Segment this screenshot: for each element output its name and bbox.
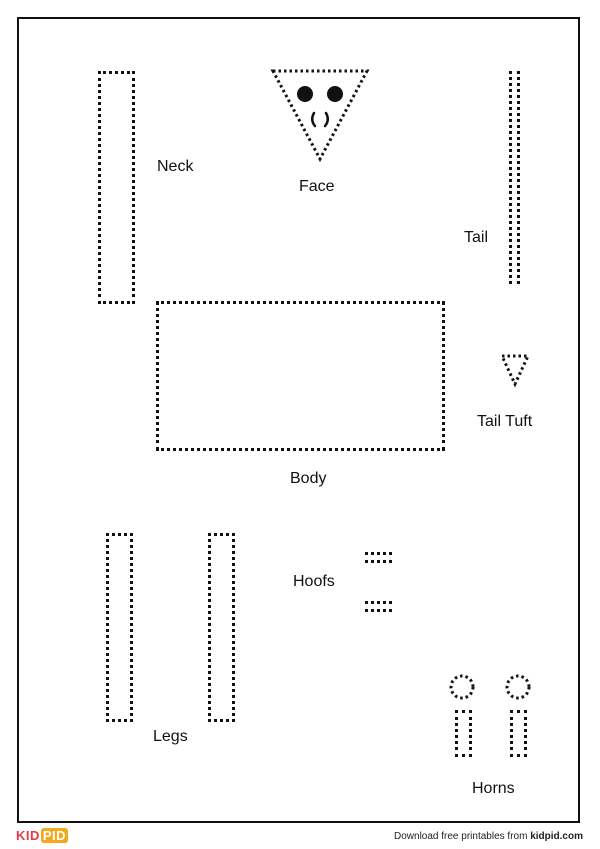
leg-cutout-left [106, 533, 133, 722]
footer-site-link[interactable]: kidpid.com [530, 831, 583, 842]
horns-label: Horns [472, 780, 515, 797]
leg-cutout-right [208, 533, 235, 722]
body-cutout [156, 301, 445, 451]
face-eye-left [297, 86, 313, 102]
horn-cutout-right [510, 710, 527, 757]
neck-label: Neck [157, 158, 194, 175]
hoofs-label: Hoofs [293, 573, 335, 590]
face-eye-right [327, 86, 343, 102]
face-cutout [270, 69, 370, 163]
tail-tuft-cutout [499, 354, 531, 388]
horn-tip-cutout-right [505, 674, 531, 700]
tail-tuft-label: Tail Tuft [477, 413, 533, 430]
face-label: Face [299, 178, 335, 195]
body-label: Body [290, 470, 327, 487]
hoof-cutout-top [365, 552, 392, 563]
hoof-cutout-bottom [365, 601, 392, 612]
horn-cutout-left [455, 710, 472, 757]
face-nostril-left [311, 111, 317, 128]
face-nostril-right [323, 111, 329, 128]
neck-cutout [98, 71, 135, 304]
horn-tip-cutout-left [449, 674, 475, 700]
footer-credit: Download free printables from kidpid.com [394, 831, 583, 842]
tail-label: Tail [464, 229, 489, 246]
tail-cutout [509, 71, 520, 284]
legs-label: Legs [153, 728, 188, 745]
worksheet-frame [17, 17, 580, 823]
